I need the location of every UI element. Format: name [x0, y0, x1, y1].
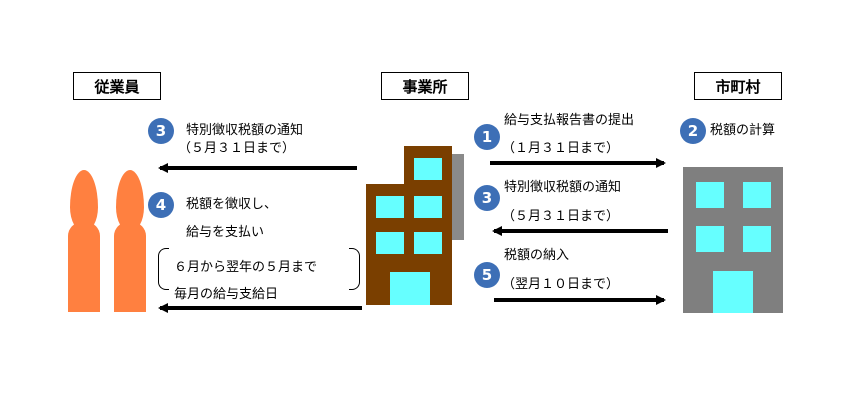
office-side-pole — [452, 154, 464, 230]
step-4-period: ６月から翌年の５月まで — [174, 260, 318, 275]
step-1-label: 給与支払報告書の提出 — [504, 113, 635, 128]
employee-figure-1 — [68, 170, 100, 312]
step-4-badge: 4 — [148, 192, 174, 218]
period-bracket-right — [349, 248, 360, 290]
step-2-label: 税額の計算 — [710, 123, 776, 138]
step-3-date-right: （５月３１日まで） — [502, 209, 620, 224]
step-4-line3: 毎月の給与支給日 — [174, 287, 279, 302]
step-4-line1: 税額を徴収し、 — [186, 197, 278, 212]
step-5-badge: 5 — [474, 262, 500, 288]
step-3-badge-right: 3 — [474, 185, 500, 211]
step-1-badge: 1 — [474, 124, 500, 150]
municipal-building — [683, 167, 783, 313]
step-4-line2: 給与を支払い — [186, 225, 265, 240]
step-3-badge-left: 3 — [148, 118, 174, 144]
step-5-date: （翌月１０日まで） — [502, 277, 620, 292]
step-5-label: 税額の納入 — [504, 248, 570, 263]
step-2-badge: 2 — [680, 118, 706, 144]
office-building — [366, 146, 464, 305]
period-bracket-left — [158, 248, 169, 290]
step-3-label-left: 特別徴収税額の通知 — [186, 123, 304, 138]
step-3-date-left: （５月３１日まで） — [178, 141, 296, 156]
employee-figure-2 — [114, 170, 146, 312]
employees-label: 従業員 — [73, 72, 161, 100]
step-1-date: （１月３１日まで） — [502, 141, 620, 156]
municipality-label: 市町村 — [694, 72, 782, 100]
office-label: 事業所 — [381, 72, 469, 100]
step-3-label-right: 特別徴収税額の通知 — [504, 180, 622, 195]
